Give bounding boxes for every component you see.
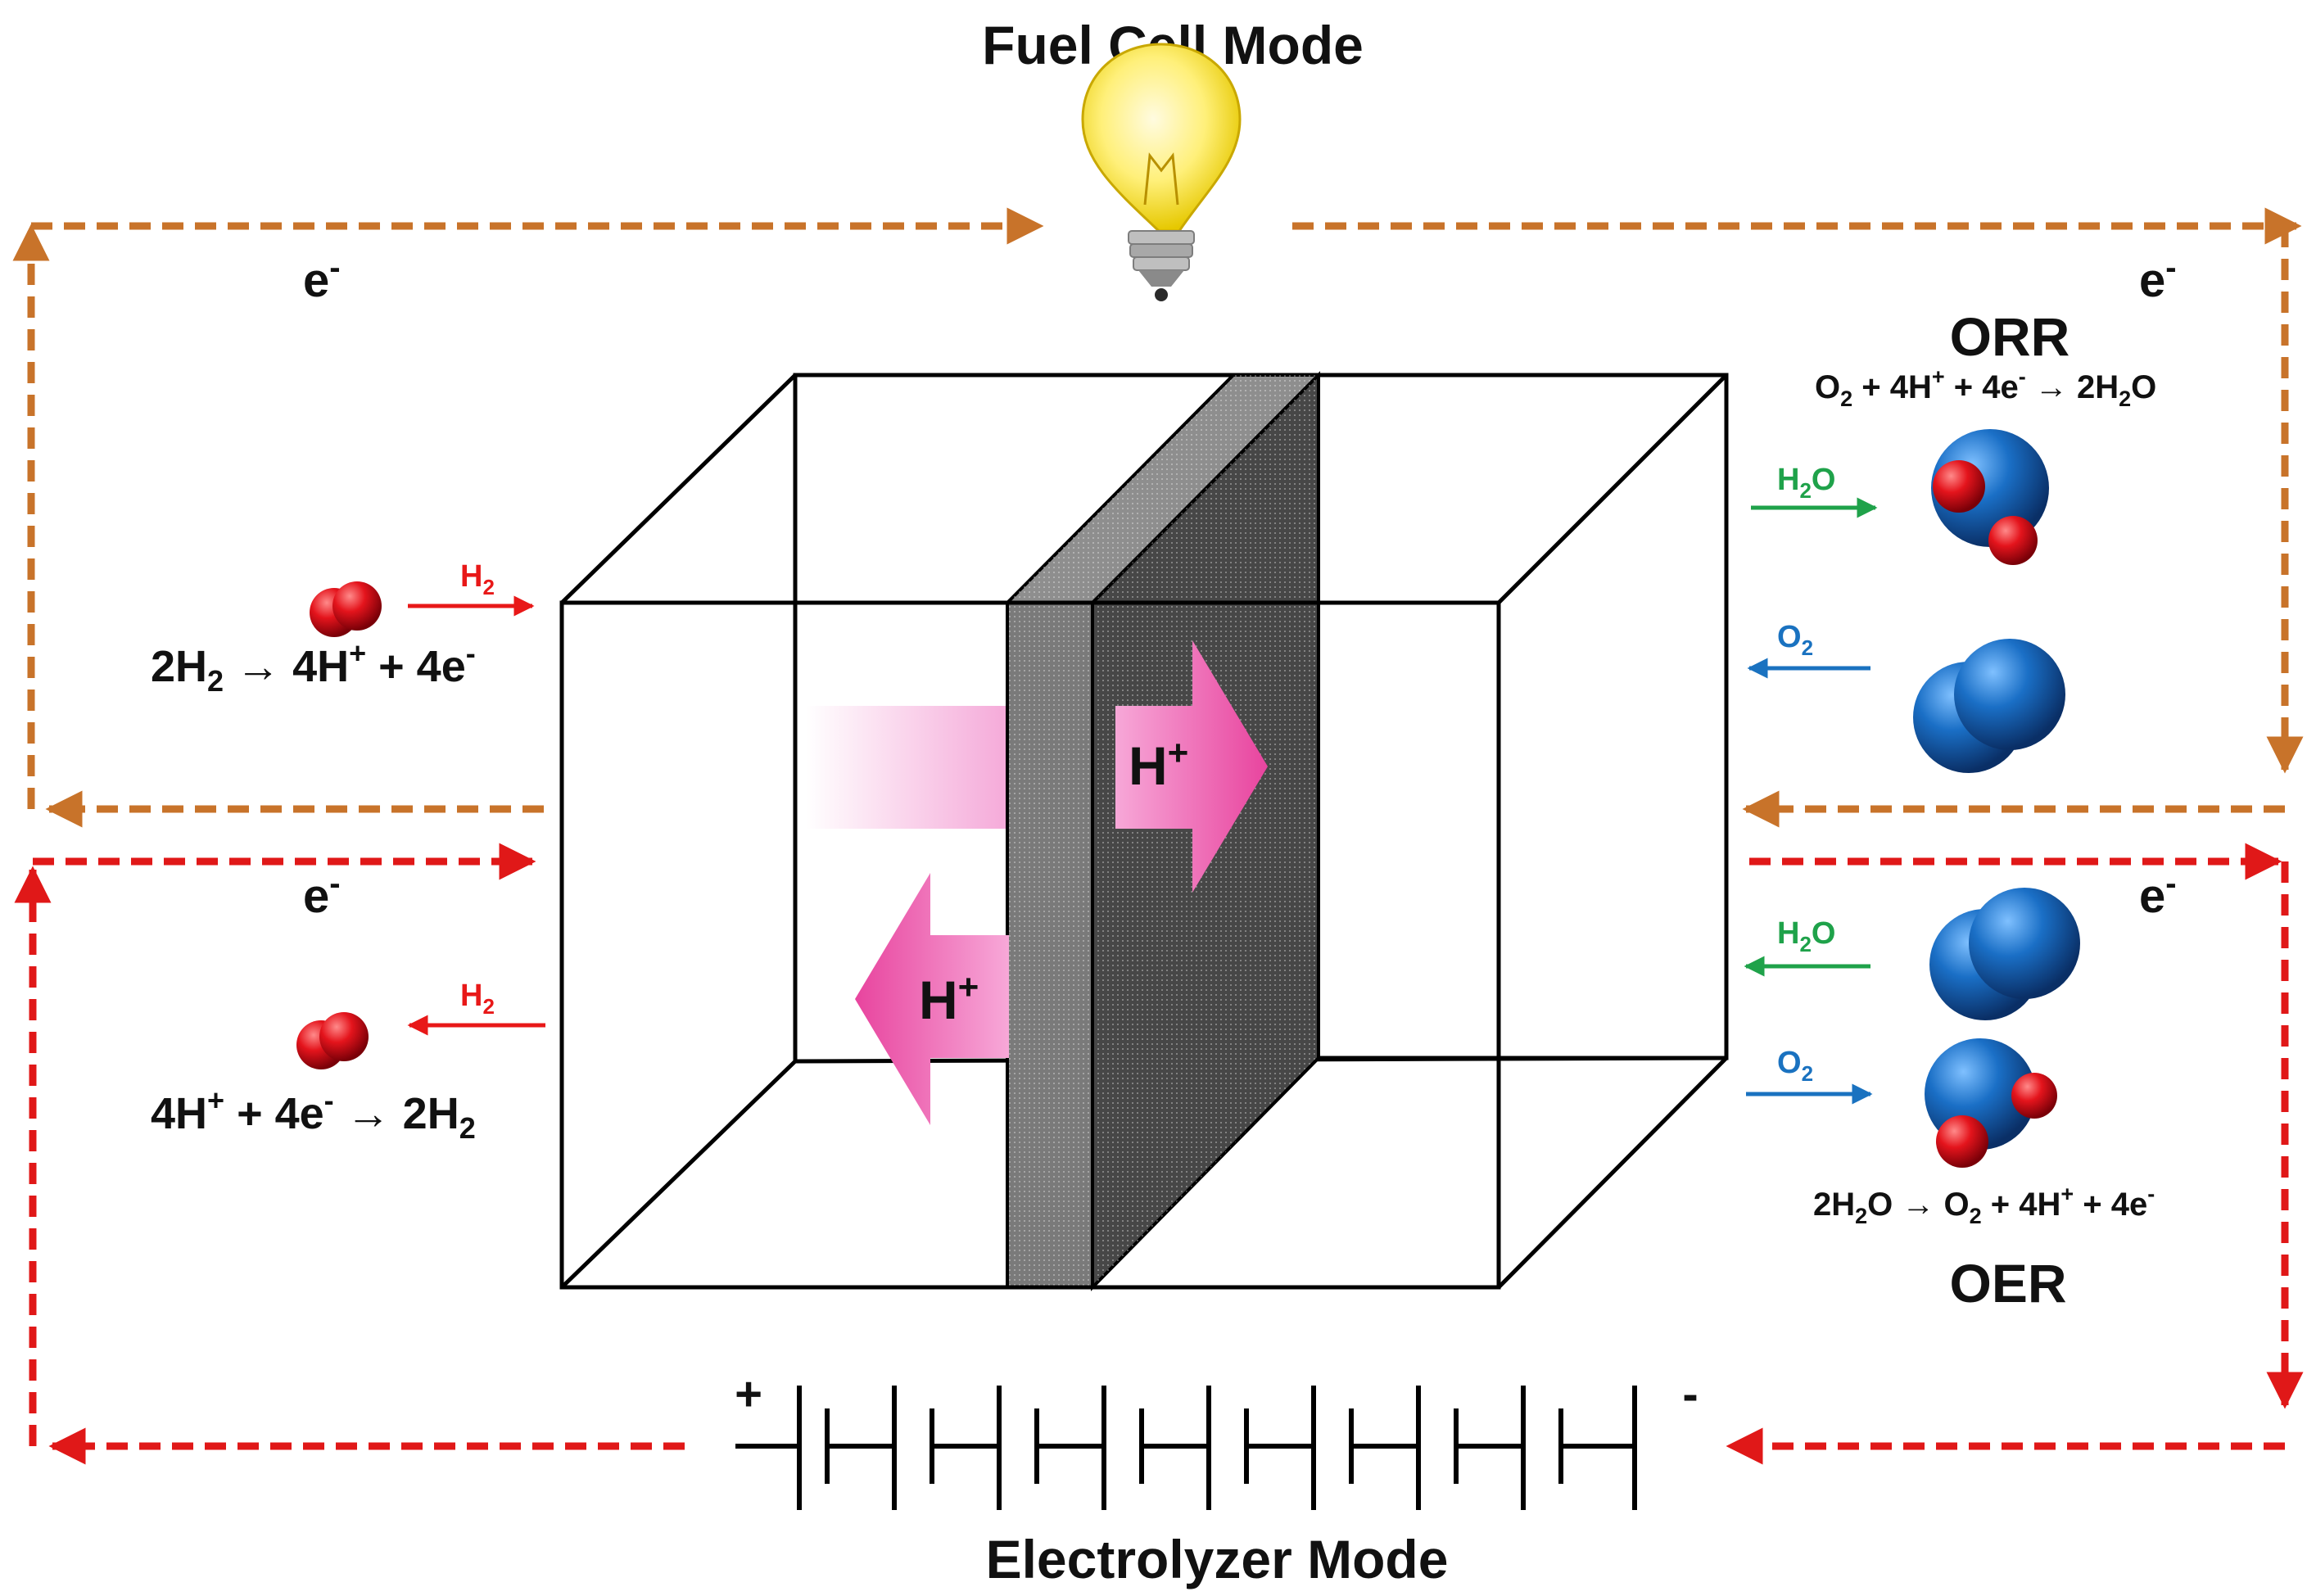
o2-arrow-fuel-cell: O2 — [1747, 620, 1870, 679]
proton-flow-band-fuel-cell — [806, 706, 1009, 829]
cell-front-face — [559, 600, 1501, 1290]
membrane-front-face-dots — [1007, 603, 1092, 1287]
svg-text:H2O: H2O — [1777, 463, 1835, 503]
o2-arrow-electrolyzer: O2 — [1746, 1046, 1873, 1105]
cell-front — [559, 600, 1726, 1290]
h2-molecule-icon — [296, 1012, 369, 1069]
proton-label-left: H+ — [919, 967, 979, 1030]
o2-molecule-icon — [1913, 639, 2065, 773]
battery-plus-label: + — [735, 1368, 762, 1421]
electron-label-fc-right: e- — [2139, 250, 2177, 307]
light-bulb-icon — [1081, 43, 1242, 301]
h2-arrow-fuel-cell: H2 — [408, 559, 535, 617]
electrolyzer-mode-title: Electrolyzer Mode — [986, 1529, 1449, 1589]
svg-text:O2: O2 — [1777, 620, 1813, 660]
orr-label: ORR — [1950, 306, 2070, 367]
electron-label-el-right: e- — [2139, 866, 2177, 923]
battery-icon — [735, 1386, 1637, 1510]
h2o-molecule-icon — [1931, 429, 2049, 565]
electron-label-el-left: e- — [303, 866, 341, 923]
fuel-cell-circuit — [12, 207, 2304, 828]
o2-molecule-icon — [1929, 888, 2080, 1020]
battery-minus-label: - — [1682, 1368, 1698, 1421]
oer-label: OER — [1949, 1253, 2066, 1313]
cathode-reaction-electrolyzer: 4H+ + 4e- → 2H2 — [151, 1083, 476, 1145]
electron-label-fc-left: e- — [303, 250, 341, 307]
svg-text:H2: H2 — [460, 559, 495, 599]
membrane — [1003, 371, 1323, 1291]
proton-label-right: H+ — [1129, 733, 1188, 796]
h2o-arrow-electrolyzer: H2O — [1744, 916, 1870, 977]
anode-reaction-fuel-cell: 2H2 → 4H+ + 4e- — [151, 636, 476, 698]
proton-arrow-left: H+ — [855, 873, 1009, 1125]
svg-text:H2: H2 — [460, 979, 495, 1019]
orr-reaction: O2 + 4H+ + 4e- → 2H2O — [1815, 364, 2156, 411]
h2o-molecule-icon — [1925, 1038, 2057, 1168]
h2-arrow-electrolyzer: H2 — [407, 979, 545, 1036]
oer-reaction: 2H2O → O2 + 4H+ + 4e- — [1813, 1182, 2155, 1228]
svg-text:O2: O2 — [1777, 1046, 1813, 1086]
h2o-arrow-fuel-cell: H2O — [1751, 463, 1878, 518]
proton-arrow-right: H+ — [1115, 640, 1268, 893]
h2-molecule-icon — [310, 581, 382, 637]
svg-text:H2O: H2O — [1777, 916, 1835, 956]
electrolyzer-circuit — [14, 843, 2304, 1465]
membrane-top-face-dots — [1007, 375, 1319, 603]
